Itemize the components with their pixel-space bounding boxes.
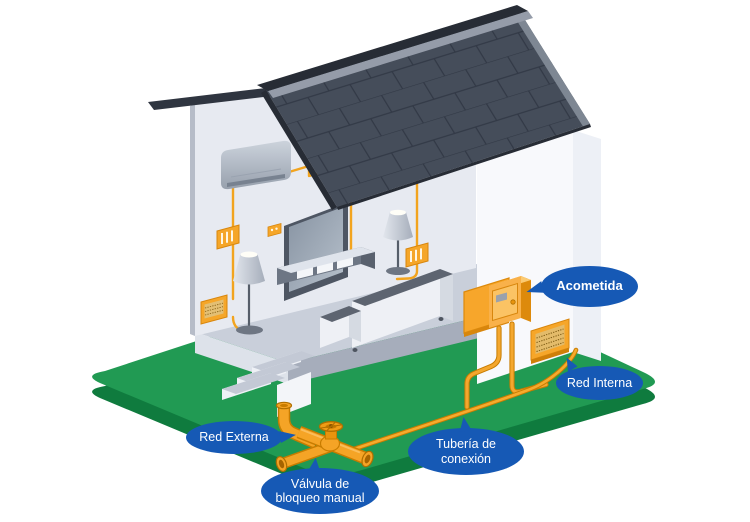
connection-pipe <box>348 347 579 453</box>
callout-valvula-bloqueo-label: Válvula de bloqueo manual <box>275 476 365 505</box>
wall-outlet-small <box>267 222 282 238</box>
wall-outlet-upper-left <box>216 224 240 250</box>
steps <box>222 351 315 400</box>
exterior-vent <box>530 318 570 364</box>
callout-valvula-bloqueo-tail <box>308 457 322 472</box>
callout-red-interna: Red Interna <box>556 355 643 400</box>
callout-acometida-label: Acometida <box>556 278 623 294</box>
ac-unit <box>221 140 291 190</box>
floor-lamp-right <box>383 209 413 275</box>
media-shelf <box>277 247 375 285</box>
wall-outlet-right <box>405 242 429 268</box>
callout-tuberia-conexion-label: Tubería de conexión <box>436 437 496 466</box>
callout-red-externa-tail <box>279 428 297 444</box>
callout-acometida: Acometida <box>524 266 638 307</box>
shutoff-valve-assembly <box>275 401 374 472</box>
callout-tuberia-conexion: Tubería de conexión <box>408 415 524 475</box>
external-pipe <box>275 401 319 449</box>
pipe-flange-right <box>361 450 374 468</box>
callout-valvula-bloqueo: Válvula de bloqueo manual <box>261 457 379 514</box>
callout-tuberia-conexion-tail <box>456 415 472 433</box>
callout-red-externa-label: Red Externa <box>199 430 269 445</box>
callout-red-interna-label: Red Interna <box>566 375 633 390</box>
callout-red-externa: Red Externa <box>186 421 297 454</box>
interior-vent <box>200 294 228 325</box>
sofa <box>320 269 453 352</box>
pipe-flange-left <box>275 456 288 472</box>
roof <box>257 5 591 210</box>
valve-handwheel <box>318 421 344 433</box>
gas-meter <box>463 276 531 337</box>
floor-lamp-left <box>233 251 265 335</box>
